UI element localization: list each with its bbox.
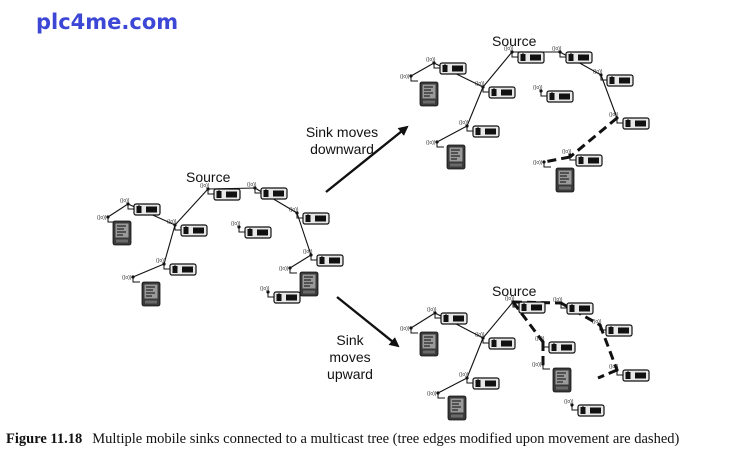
dashed-tree-edge	[511, 301, 545, 343]
arrow-up-label-2: moves	[329, 349, 370, 365]
sensor-node-icon	[563, 398, 605, 417]
sensor-node-icon	[591, 318, 633, 337]
pda-sink-icon	[555, 167, 575, 193]
caption-text: Multiple mobile sinks connected to a mul…	[92, 431, 680, 447]
sensor-node-icon	[425, 56, 467, 75]
antenna-icon	[399, 73, 419, 82]
pda-sink-icon	[552, 367, 572, 393]
antenna-icon	[399, 325, 419, 334]
sensor-node-icon	[288, 206, 330, 225]
antenna-icon	[426, 390, 446, 399]
figure-caption: Figure 11.18 Multiple mobile sinks connec…	[6, 430, 746, 448]
sensor-node-icon	[474, 80, 516, 99]
pda-sink-icon	[112, 220, 132, 246]
source-label: Source	[492, 33, 537, 49]
sink-moves-upward-tree: Source	[399, 283, 650, 421]
arrow-up-label-3: upward	[327, 366, 373, 382]
sensor-node-icon	[532, 84, 574, 103]
dashed-tree-edge	[598, 324, 619, 371]
sensor-node-icon	[426, 306, 468, 325]
tree-edge	[466, 86, 484, 127]
figure-label: Figure 11.18	[6, 431, 83, 447]
sensor-node-icon	[534, 335, 576, 354]
sensor-node-icon	[230, 220, 272, 239]
tree-edge	[410, 62, 435, 77]
tree-edge	[289, 254, 312, 269]
source-label: Source	[492, 283, 537, 299]
tree-edge	[296, 212, 312, 256]
dashed-tree-edge	[543, 155, 571, 164]
tree-edge	[174, 188, 209, 226]
pda-sink-icon	[419, 81, 439, 107]
sensor-node-icon	[551, 45, 593, 64]
pda-sink-icon	[141, 281, 161, 307]
pda-sink-icon	[419, 331, 439, 357]
sensor-node-icon	[458, 371, 500, 390]
arrow-up-label-1: Sink	[336, 332, 364, 348]
arrow-to-downward-tree	[325, 125, 409, 193]
antenna-icon	[278, 265, 298, 274]
sensor-node-icon	[119, 197, 161, 216]
tree-edge	[410, 312, 436, 329]
antenna-icon	[531, 361, 551, 370]
arrow-down-label-2: downward	[310, 141, 374, 157]
figure-canvas: ((o)) ((o)) Source	[96, 33, 650, 421]
pda-sink-icon	[447, 395, 467, 421]
sink-moves-downward-tree: Source	[399, 33, 650, 193]
watermark: plc4me.com	[36, 10, 179, 34]
sensor-node-icon	[302, 248, 344, 267]
tree-edge	[437, 377, 468, 394]
tree-edge	[482, 301, 514, 339]
tree-edge	[466, 337, 484, 379]
arrow-down-label-1: Sink moves	[306, 124, 378, 140]
tree-edge	[132, 263, 165, 278]
dashed-tree-edge	[569, 116, 618, 159]
sensor-node-icon	[458, 119, 500, 138]
sensor-node-icon	[552, 296, 594, 315]
sensor-node-icon	[592, 68, 634, 87]
sensor-node-icon	[608, 363, 650, 382]
initial-tree: Source	[96, 169, 344, 307]
sensor-node-icon	[474, 331, 516, 350]
antenna-icon	[425, 139, 445, 148]
source-label: Source	[186, 169, 231, 185]
sensor-node-icon	[246, 181, 288, 200]
antenna-icon	[121, 274, 141, 283]
tree-edge	[600, 74, 618, 119]
tree-edge	[107, 203, 129, 218]
arrow-to-upward-tree	[336, 296, 400, 348]
sensor-node-icon	[155, 257, 197, 276]
pda-sink-icon	[299, 271, 319, 297]
tree-edges	[107, 187, 312, 278]
sensor-node-icon	[259, 285, 301, 304]
pda-sink-icon	[446, 144, 466, 170]
tree-edge	[163, 224, 176, 265]
dashed-tree-edge	[597, 368, 618, 380]
tree-edge	[482, 51, 513, 88]
antenna-icon	[96, 214, 116, 223]
tree-edge	[436, 125, 468, 143]
